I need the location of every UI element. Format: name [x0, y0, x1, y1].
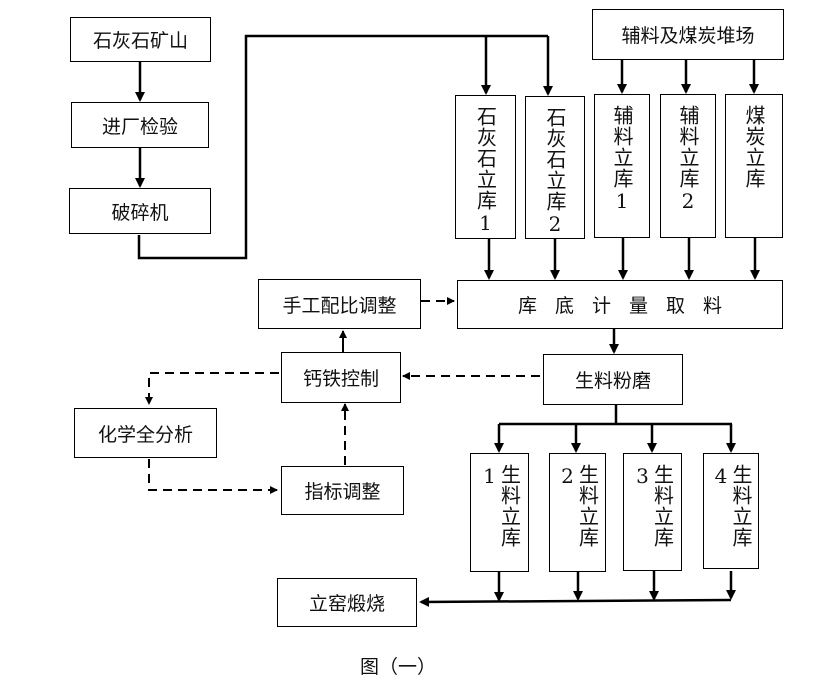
node-full-chemical-analysis: 化学全分析	[74, 408, 217, 458]
node-raw-meal-silo-3: 生料立库3	[623, 453, 682, 571]
node-label: 生料立库3	[630, 464, 675, 548]
node-label: 石灰石立库1	[473, 106, 498, 236]
edge-crusher-to-limestone-silos	[137, 34, 548, 260]
node-auxiliary-silo-2: 辅料立库2	[660, 94, 716, 238]
node-limestone-silo-2: 石灰石立库2	[525, 96, 585, 239]
node-label: 进厂检验	[101, 115, 178, 138]
node-raw-meal-grinding: 生料粉磨	[543, 354, 683, 405]
node-label: 化学全分析	[97, 423, 193, 446]
node-label: 煤炭立库	[742, 105, 766, 189]
node-index-adjustment: 指标调整	[281, 466, 404, 515]
node-label: 石灰石立库2	[543, 107, 567, 237]
node-shaft-kiln-calcination: 立窑煅烧	[277, 578, 417, 627]
node-silo-bottom-metering: 库底计量取料	[457, 280, 783, 329]
node-label: 立窑煅烧	[308, 593, 385, 615]
node-label: 钙铁控制	[302, 368, 379, 390]
node-limestone-silo-1: 石灰石立库1	[455, 95, 516, 239]
node-raw-meal-silo-1: 生料立库1	[470, 453, 529, 572]
node-label: 生料立库2	[555, 464, 600, 548]
node-coal-silo: 煤炭立库	[725, 94, 783, 238]
node-label: 手工配比调整	[282, 294, 397, 317]
node-auxiliary-silo-1: 辅料立库1	[594, 94, 650, 238]
node-label: 辅料及煤炭堆场	[621, 25, 755, 47]
edge-caiferr-to-analysis	[145, 372, 279, 405]
edge-kiln-bus	[419, 596, 732, 607]
node-label: 辅料立库1	[610, 105, 634, 214]
node-label: 破碎机	[111, 201, 169, 224]
edge-analysis-to-index	[148, 459, 278, 494]
node-label: 生料立库4	[709, 464, 753, 548]
node-calcium-iron-control: 钙铁控制	[281, 352, 401, 403]
node-label: 生料粉磨	[574, 370, 651, 392]
node-label: 生料立库1	[477, 464, 522, 548]
node-raw-meal-silo-2: 生料立库2	[549, 453, 606, 572]
node-label: 库底计量取料	[517, 295, 740, 317]
node-label: 石灰石矿山	[92, 30, 188, 52]
node-crusher: 破碎机	[69, 188, 211, 234]
node-incoming-inspection: 进厂检验	[71, 102, 209, 148]
node-raw-meal-silo-4: 生料立库4	[703, 453, 759, 569]
node-manual-ratio-adjust: 手工配比调整	[258, 279, 421, 329]
node-label: 指标调整	[304, 481, 381, 503]
node-limestone-mine: 石灰石矿山	[70, 17, 211, 62]
node-label: 辅料立库2	[676, 105, 700, 214]
node-auxiliary-coal-yard: 辅料及煤炭堆场	[592, 9, 784, 60]
figure-caption: 图（一）	[360, 656, 437, 678]
